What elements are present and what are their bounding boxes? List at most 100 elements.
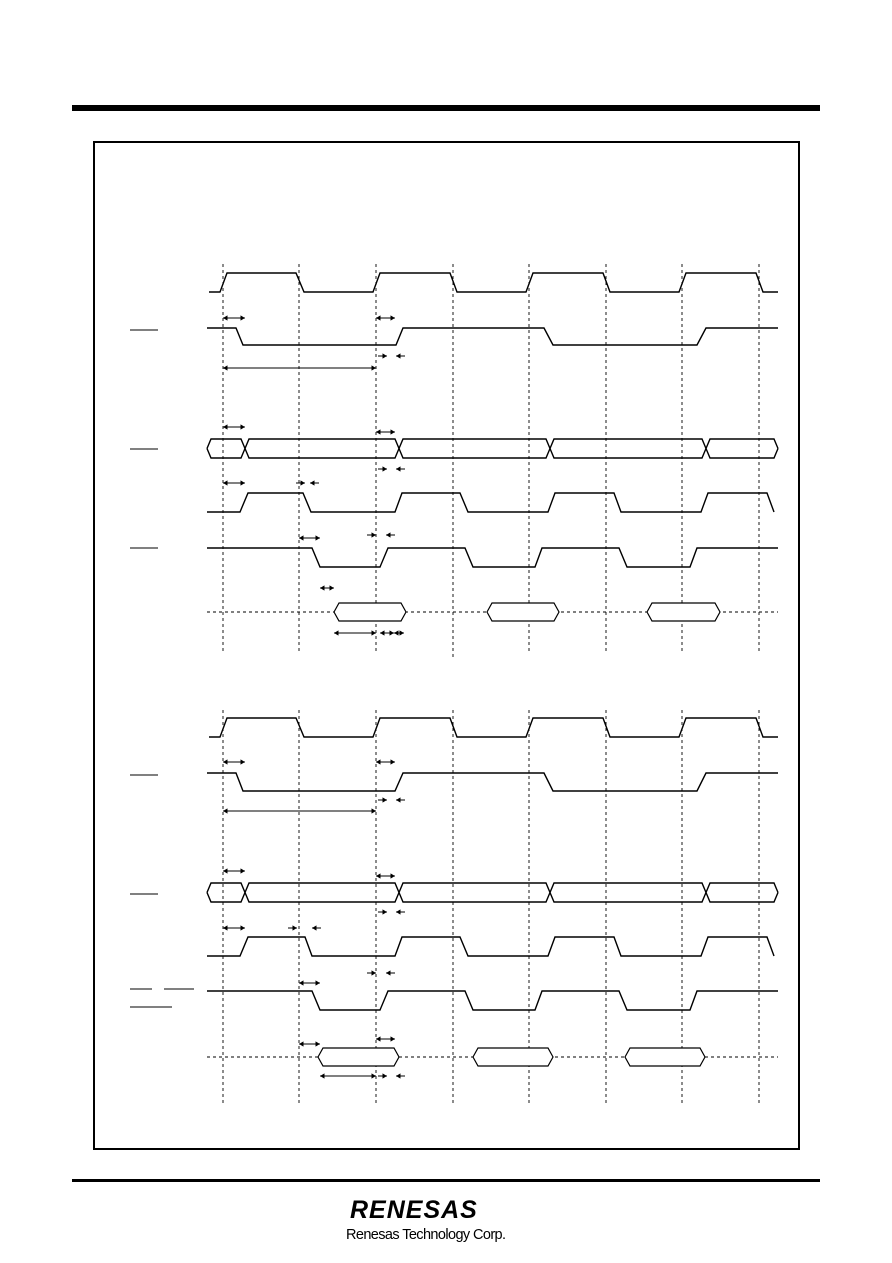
panel-read-data-valid-2 xyxy=(486,602,560,622)
panel-read-tick-a1-head xyxy=(382,353,387,359)
renesas-logo: RENESAS Renesas Technology Corp. xyxy=(346,1196,546,1246)
panel-write-dim-a1-head-right xyxy=(240,759,245,765)
panel-write-bus-b-seg1-top xyxy=(244,882,400,893)
panel-read-bus-b-seg0-bottom xyxy=(206,448,246,459)
panel-read-dim-e2-head-left xyxy=(334,630,339,636)
panel-write-tick-d1-head xyxy=(371,970,376,976)
panel-read-dim-a3-head-right xyxy=(371,365,376,371)
panel-read-bus-b-seg4-bottom xyxy=(705,448,779,459)
panel-write-bus-b-seg2-top xyxy=(398,882,551,893)
panel-read-dim-b1-head-left xyxy=(223,424,228,430)
panel-write-dim-b2-head-right xyxy=(390,873,395,879)
header-rule xyxy=(72,105,820,111)
panel-read-clock-waveform xyxy=(209,272,778,293)
panel-read-dim-e1-head-left xyxy=(320,585,325,591)
panel-write-data-valid-1 xyxy=(317,1047,400,1067)
panel-write-dim-b1-head-right xyxy=(240,868,245,874)
panel-read-tick-c1-head xyxy=(300,480,305,486)
panel-write-signal-a-waveform xyxy=(207,772,778,792)
panel-read-signal-a-waveform xyxy=(207,327,778,346)
panel-read-signal-c-waveform xyxy=(207,492,775,513)
panel-write-dim-e1-head-right xyxy=(315,1041,320,1047)
panel-write-tick-d2-head xyxy=(386,970,391,976)
panel-read-bus-b-seg4-top xyxy=(705,438,779,449)
panel-write-bus-b-seg0-top xyxy=(206,882,246,893)
panel-write-dim-a2-head-left xyxy=(376,759,381,765)
panel-write-dim-d1-head-left xyxy=(299,980,304,986)
panel-write-dim-e3-head-left xyxy=(320,1073,325,1079)
panel-read-dim-a2-head-left xyxy=(376,315,381,321)
panel-write-dim-e1-head-left xyxy=(299,1041,304,1047)
panel-write-dim-a3-head-left xyxy=(223,808,228,814)
panel-write-dim-e3-head-right xyxy=(371,1073,376,1079)
panel-write-dim-d1-head-right xyxy=(315,980,320,986)
panel-read-bus-b-seg3-top xyxy=(549,438,707,449)
panel-read-dim-b1-head-right xyxy=(240,424,245,430)
panel-read-dim-d1-head-right xyxy=(315,535,320,541)
panel-write-dim-c1-head-right xyxy=(240,925,245,931)
panel-read-dim-e2-head-right xyxy=(371,630,376,636)
panel-write-dim-e2-head-left xyxy=(376,1036,381,1042)
panel-write-data-valid-2 xyxy=(472,1047,554,1067)
panel-write-bus-b-seg3-bottom xyxy=(549,892,707,903)
panel-read-tick-a2-head xyxy=(396,353,401,359)
panel-read-bus-b-seg2-bottom xyxy=(398,448,551,459)
panel-read-dim-e1-head-right xyxy=(329,585,334,591)
panel-write-tick-c2-head xyxy=(312,925,317,931)
panel-write-dim-a3-head-right xyxy=(371,808,376,814)
panel-read-dim-b2-head-right xyxy=(390,429,395,435)
panel-write-tick-a1-head xyxy=(382,797,387,803)
panel-read-tick-d1-head xyxy=(371,532,376,538)
panel-write-tick-a2-head xyxy=(396,797,401,803)
panel-read-dim-e3-head-right xyxy=(389,630,394,636)
panel-read-dim-a1-head-left xyxy=(223,315,228,321)
logo-company-name: Renesas Technology Corp. xyxy=(346,1227,506,1243)
panel-read-tick-c2-head xyxy=(310,480,315,486)
panel-read-dim-b2-head-left xyxy=(376,429,381,435)
panel-read-bus-b-seg1-top xyxy=(244,438,400,449)
panel-read-dim-d1-head-left xyxy=(299,535,304,541)
panel-write-dim-b1-head-left xyxy=(223,868,228,874)
panel-read-dim-e4-head-left xyxy=(394,630,399,636)
logo-wordmark: RENESAS xyxy=(350,1196,478,1224)
panel-write-dim-b2-head-left xyxy=(376,873,381,879)
panel-read-data-valid-1 xyxy=(333,602,407,622)
panel-write-dim-e2-head-right xyxy=(390,1036,395,1042)
panel-read-bus-b-seg0-top xyxy=(206,438,246,449)
panel-write-bus-b-seg2-bottom xyxy=(398,892,551,903)
panel-write-signal-c-waveform xyxy=(207,936,775,957)
panel-write-bus-b-seg3-top xyxy=(549,882,707,893)
panel-write-bus-b-seg1-bottom xyxy=(244,892,400,903)
panel-write-clock-waveform xyxy=(209,717,778,738)
panel-read-data-valid-3 xyxy=(646,602,721,622)
panel-read-tick-b1-head xyxy=(382,466,387,472)
panel-read-dim-a2-head-right xyxy=(390,315,395,321)
footer-rule xyxy=(72,1179,820,1182)
panel-write-tick-b1-head xyxy=(382,909,387,915)
panel-read-bus-b-seg1-bottom xyxy=(244,448,400,459)
panel-write-tick-e1-head xyxy=(382,1073,387,1079)
panel-write-data-valid-3 xyxy=(624,1047,706,1067)
panel-read-tick-b2-head xyxy=(396,466,401,472)
panel-read-dim-c1-head-left xyxy=(223,480,228,486)
panel-write-tick-b2-head xyxy=(396,909,401,915)
panel-write-bus-b-seg4-top xyxy=(705,882,779,893)
panel-read-dim-c1-head-right xyxy=(240,480,245,486)
panel-read-bus-b-seg2-top xyxy=(398,438,551,449)
diagram-frame xyxy=(93,141,800,1150)
panel-write-bus-b-seg4-bottom xyxy=(705,892,779,903)
panel-read-signal-d-waveform xyxy=(207,547,778,568)
timing-diagram xyxy=(130,264,779,1106)
panel-read-bus-b-seg3-bottom xyxy=(549,448,707,459)
panel-write-signal-d-waveform xyxy=(207,990,778,1011)
panel-read-dim-a1-head-right xyxy=(240,315,245,321)
panel-write-tick-c1-head xyxy=(292,925,297,931)
panel-read-dim-a3-head-left xyxy=(223,365,228,371)
panel-read-tick-d2-head xyxy=(386,532,391,538)
panel-read-dim-e3-head-left xyxy=(380,630,385,636)
panel-read-dim-e4-head-right xyxy=(399,630,404,636)
panel-write-bus-b-seg0-bottom xyxy=(206,892,246,903)
panel-write-dim-c1-head-left xyxy=(223,925,228,931)
panel-write-tick-e2-head xyxy=(396,1073,401,1079)
panel-write-dim-a2-head-right xyxy=(390,759,395,765)
